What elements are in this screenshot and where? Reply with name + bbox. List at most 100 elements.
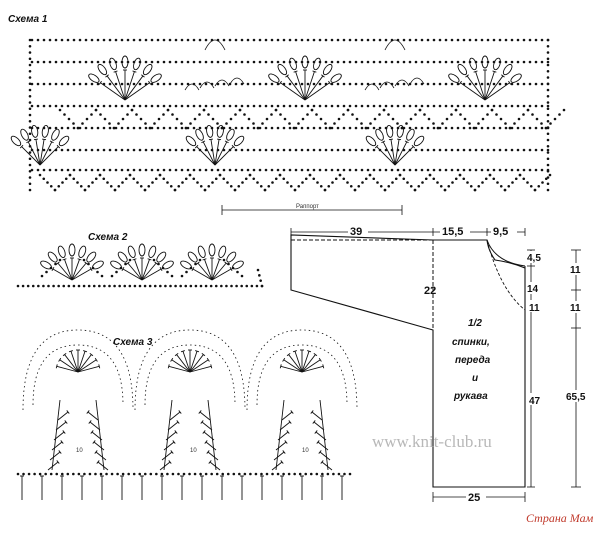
- chain-stitch: [264, 60, 268, 64]
- puff-stitch: [386, 125, 394, 138]
- chain-stitch: [99, 472, 103, 476]
- chain-stitch: [72, 126, 76, 130]
- puff-stitch: [86, 251, 97, 263]
- chain-stitch: [240, 284, 243, 288]
- chain-stitch: [333, 122, 336, 125]
- chain-stitch: [218, 173, 222, 177]
- chain-stitch: [162, 82, 166, 86]
- stitch-top: [86, 410, 90, 414]
- chain-stitch: [60, 168, 64, 172]
- chain-stitch: [222, 104, 226, 108]
- chain-stitch: [252, 168, 256, 172]
- chain-stitch: [21, 284, 25, 288]
- chain-stitch: [360, 168, 364, 172]
- chain-stitch: [300, 126, 304, 130]
- chain-stitch: [508, 126, 512, 130]
- chain-stitch: [138, 168, 142, 172]
- chain-stitch: [462, 60, 466, 64]
- chain-stitch: [72, 177, 76, 181]
- chain-stitch: [252, 122, 255, 125]
- chain-stitch: [138, 284, 142, 288]
- chain-stitch: [391, 117, 395, 121]
- chain-stitch: [36, 60, 40, 64]
- chain-stitch: [540, 168, 544, 172]
- chain-stitch: [522, 177, 526, 181]
- chain-stitch: [278, 173, 282, 177]
- chain-stitch: [372, 60, 376, 64]
- chain-stitch: [157, 117, 161, 121]
- chain-stitch: [38, 472, 42, 476]
- stitch-top: [170, 357, 174, 362]
- chain-stitch: [477, 184, 481, 188]
- chain-stitch: [312, 104, 316, 108]
- treble-stitch: [161, 451, 173, 461]
- chain-stitch: [210, 60, 214, 64]
- arch-outline: [246, 329, 358, 411]
- chain-stitch: [258, 60, 262, 64]
- chain-stitch: [546, 69, 550, 73]
- stitch-top: [56, 144, 61, 149]
- chain-stitch: [342, 148, 346, 152]
- chain-stitch: [354, 148, 358, 152]
- chain-stitch: [27, 472, 31, 476]
- puff-stitch: [148, 245, 157, 258]
- chain-stitch: [174, 284, 177, 288]
- chain-stitch: [492, 126, 496, 130]
- chain-stitch: [228, 126, 232, 130]
- treble-stitch: [484, 75, 504, 101]
- chain-stitch: [426, 38, 430, 42]
- chain-stitch: [312, 177, 316, 181]
- chain-stitch: [64, 177, 68, 181]
- chain-stitch: [162, 60, 166, 64]
- arch-stitch: [199, 81, 215, 89]
- stitch-top: [388, 138, 393, 141]
- stitch-top: [58, 357, 62, 362]
- chain-stitch: [541, 181, 544, 184]
- chain-stitch: [409, 117, 413, 121]
- chain-stitch: [513, 122, 516, 125]
- chain-stitch: [55, 472, 59, 476]
- chain-stitch: [480, 168, 484, 172]
- stitch-top: [56, 460, 60, 464]
- chain-stitch: [288, 126, 292, 130]
- chain-stitch: [83, 188, 87, 192]
- chain-stitch: [168, 104, 172, 108]
- puff-stitch: [121, 55, 129, 69]
- chain-stitch: [336, 168, 340, 172]
- chain-stitch: [390, 104, 394, 108]
- chain-stitch: [88, 472, 92, 476]
- chain-stitch: [426, 82, 430, 86]
- chain-stitch: [174, 104, 178, 108]
- chain-stitch: [144, 104, 148, 108]
- puff-stitch: [142, 63, 153, 76]
- chain-stitch: [360, 148, 364, 152]
- chain-stitch: [84, 60, 88, 64]
- chain-stitch: [247, 117, 251, 121]
- chain-stitch: [540, 126, 544, 130]
- chain-stitch: [336, 60, 340, 64]
- chain-stitch: [143, 284, 147, 288]
- chain-stitch: [78, 148, 82, 152]
- treble-stitch: [171, 359, 191, 373]
- chain-stitch: [451, 181, 454, 184]
- chain-stitch: [474, 168, 478, 172]
- chain-stitch: [270, 168, 274, 172]
- chain-stitch: [518, 173, 522, 177]
- chain-stitch: [138, 38, 142, 42]
- chain-stitch: [28, 94, 32, 98]
- stitch-top: [206, 450, 210, 454]
- chain-stitch: [132, 148, 136, 152]
- chain-stitch: [57, 184, 61, 188]
- chain-stitch: [77, 284, 81, 288]
- treble-stitch: [214, 146, 234, 166]
- chain-stitch: [252, 126, 256, 130]
- arch-stitch: [364, 83, 380, 91]
- chain-stitch: [198, 60, 202, 64]
- scheme-3-label: Схема 3: [113, 337, 153, 348]
- chain-stitch: [150, 60, 154, 64]
- treble-stitch: [124, 71, 135, 101]
- chain-stitch: [199, 184, 203, 188]
- chain-stitch: [426, 104, 430, 108]
- chain-stitch: [438, 168, 442, 172]
- stitch-top: [224, 140, 229, 144]
